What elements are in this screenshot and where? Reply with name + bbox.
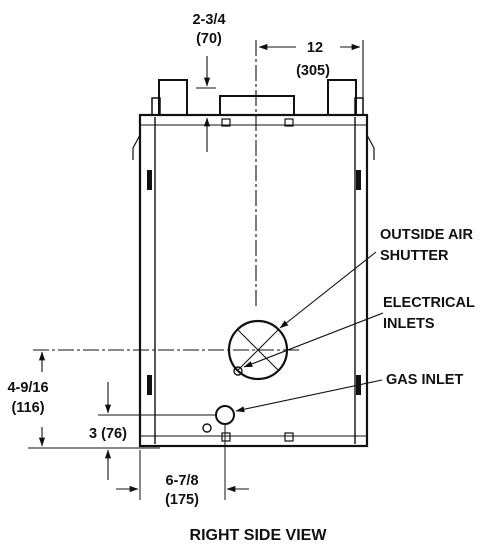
dimension-gas-inlet-height: 3 (76) bbox=[89, 382, 215, 480]
dimension-gas-inlet-offset: 6-7/8 (175) bbox=[116, 450, 249, 508]
fastener bbox=[284, 118, 294, 127]
centerline-offset-mm: (305) bbox=[296, 63, 330, 79]
top-clearance-inches: 2-3/4 bbox=[192, 12, 225, 28]
side-tab bbox=[356, 170, 361, 190]
cabinet bbox=[132, 113, 375, 448]
electrical-inlet bbox=[233, 366, 243, 376]
electrical-inlet bbox=[202, 423, 212, 433]
gas-inlet bbox=[215, 405, 235, 425]
gas-inlet-offset-mm: (175) bbox=[165, 492, 199, 508]
shutter-height-inches: 4-9/16 bbox=[7, 380, 48, 396]
inlets bbox=[202, 366, 243, 500]
top-clearance-mm: (70) bbox=[196, 31, 222, 47]
callout-gas-inlet: GAS INLET bbox=[235, 372, 463, 413]
gas-inlet-label: GAS INLET bbox=[386, 372, 463, 388]
gas-inlet-offset-inches: 6-7/8 bbox=[165, 473, 198, 489]
electrical-inlets-label-line2: INLETS bbox=[383, 316, 435, 332]
outside-air-shutter-label-line1: OUTSIDE AIR bbox=[380, 227, 473, 243]
outside-air-shutter-label-line2: SHUTTER bbox=[380, 248, 449, 264]
top-fittings bbox=[151, 79, 364, 127]
centerlines bbox=[33, 40, 364, 351]
fastener bbox=[221, 432, 231, 442]
fastener bbox=[284, 432, 294, 442]
dimension-shutter-height: 4-9/16 (116) bbox=[7, 351, 160, 449]
side-tab bbox=[147, 170, 152, 190]
dimension-centerline-offset: 12 (305) bbox=[258, 40, 361, 79]
centerline-offset-inches: 12 bbox=[307, 40, 323, 56]
callout-electrical-inlets: ELECTRICAL INLETS bbox=[243, 295, 475, 368]
view-title: RIGHT SIDE VIEW bbox=[190, 527, 328, 544]
dimension-top-clearance: 2-3/4 (70) bbox=[192, 12, 226, 152]
callout-outside-air-shutter: OUTSIDE AIR SHUTTER bbox=[279, 227, 473, 329]
electrical-inlets-label-line1: ELECTRICAL bbox=[383, 295, 475, 311]
fastener bbox=[221, 118, 231, 127]
shutter-height-mm: (116) bbox=[11, 400, 44, 416]
gas-inlet-height-label: 3 (76) bbox=[89, 426, 127, 442]
side-tab bbox=[147, 375, 152, 395]
